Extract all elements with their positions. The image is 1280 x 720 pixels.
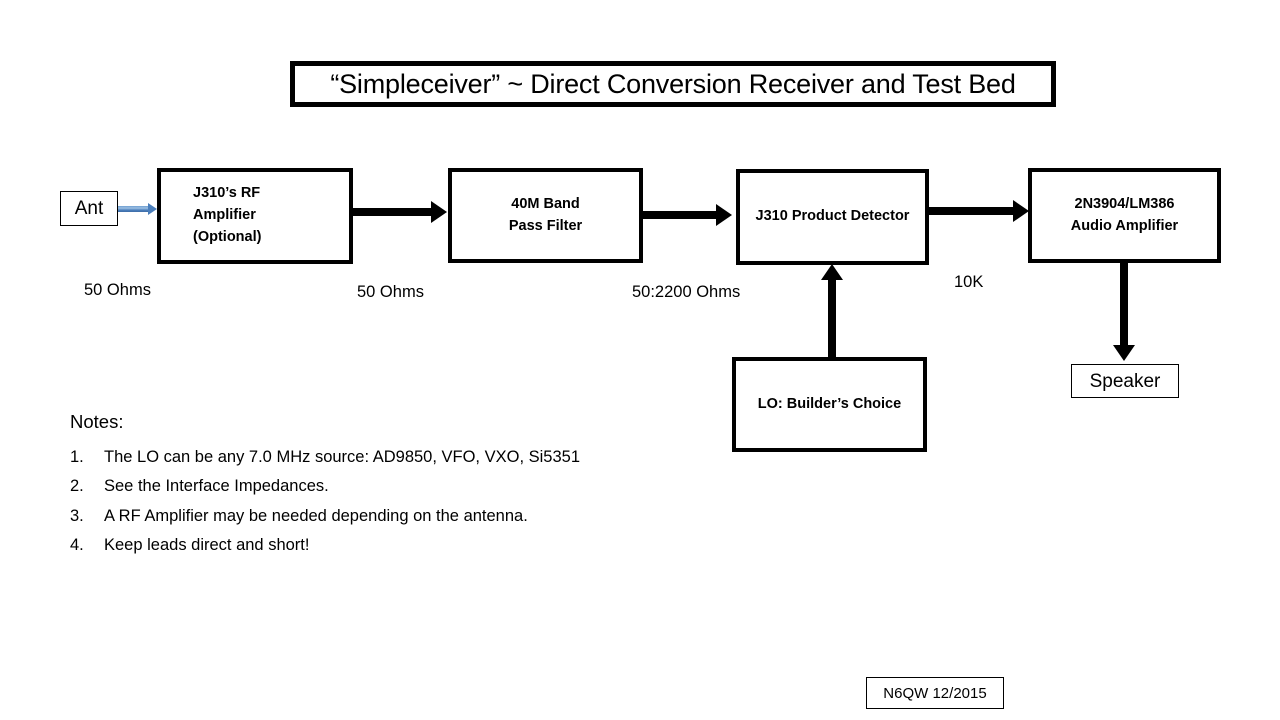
note-text: A RF Amplifier may be needed depending o…: [104, 506, 528, 525]
connector-lo-to-detector: [828, 278, 836, 358]
speaker-label: Speaker: [1089, 370, 1161, 392]
arrowhead-detector-to-audioamp-icon: [1013, 200, 1029, 222]
diagram-title-box: “Simpleceiver” ~ Direct Conversion Recei…: [290, 61, 1056, 107]
block-rf-amplifier-label: J310’s RF Amplifier (Optional): [193, 185, 262, 245]
antenna-box: Ant: [60, 191, 118, 226]
page-title: “Simpleceiver” ~ Direct Conversion Recei…: [330, 68, 1016, 99]
note-item: 2. See the Interface Impedances.: [70, 478, 710, 495]
block-audio-amplifier-label: 2N3904/LM386 Audio Amplifier: [1070, 195, 1179, 234]
notes-list: 1. The LO can be any 7.0 MHz source: AD9…: [70, 447, 710, 554]
arrowhead-lo-to-detector-icon: [821, 264, 843, 280]
connector-detector-to-audioamp: [929, 207, 1016, 215]
impedance-label-bpf-to-detector: 50:2200 Ohms: [632, 283, 741, 301]
note-number: 3.: [70, 506, 84, 525]
block-local-oscillator-label: LO: Builder’s Choice: [757, 396, 902, 412]
notes-heading: Notes:: [70, 411, 124, 432]
impedance-label-detector-to-audioamp: 10K: [954, 273, 984, 291]
arrowhead-ant-to-rfamp-icon: [148, 203, 157, 215]
notes-section: Notes: 1. The LO can be any 7.0 MHz sour…: [70, 411, 710, 567]
credit-label: N6QW 12/2015: [883, 684, 987, 702]
impedance-label-ant-to-rfamp: 50 Ohms: [84, 281, 151, 299]
block-rf-amplifier: J310’s RF Amplifier (Optional): [157, 168, 353, 264]
note-item: 3. A RF Amplifier may be needed dependin…: [70, 506, 710, 525]
block-band-pass-filter: 40M Band Pass Filter: [448, 168, 643, 263]
block-audio-amplifier: 2N3904/LM386 Audio Amplifier: [1028, 168, 1221, 263]
note-text: See the Interface Impedances.: [104, 477, 329, 495]
note-text: Keep leads direct and short!: [104, 536, 310, 554]
connector-bpf-to-detector: [643, 211, 718, 219]
block-band-pass-filter-label: 40M Band Pass Filter: [508, 195, 583, 234]
credit-box: N6QW 12/2015: [866, 677, 1004, 709]
note-number: 1.: [70, 447, 84, 466]
block-product-detector: J310 Product Detector: [736, 169, 929, 265]
antenna-label: Ant: [74, 198, 104, 219]
impedance-label-rfamp-to-bpf: 50 Ohms: [357, 283, 424, 301]
arrowhead-audioamp-to-speaker-icon: [1113, 345, 1135, 361]
connector-audioamp-to-speaker: [1120, 263, 1128, 347]
block-local-oscillator: LO: Builder’s Choice: [732, 357, 927, 452]
block-product-detector-label: J310 Product Detector: [755, 208, 910, 225]
arrowhead-rfamp-to-bpf-icon: [431, 201, 447, 223]
note-number: 2.: [70, 477, 84, 495]
note-item: 4. Keep leads direct and short!: [70, 537, 710, 554]
note-number: 4.: [70, 536, 84, 554]
connector-rfamp-to-bpf: [353, 208, 433, 216]
arrowhead-bpf-to-detector-icon: [716, 204, 732, 226]
connector-ant-to-rfamp: [118, 206, 150, 212]
speaker-box: Speaker: [1071, 364, 1179, 398]
note-item: 1. The LO can be any 7.0 MHz source: AD9…: [70, 447, 710, 466]
note-text: The LO can be any 7.0 MHz source: AD9850…: [104, 447, 580, 466]
